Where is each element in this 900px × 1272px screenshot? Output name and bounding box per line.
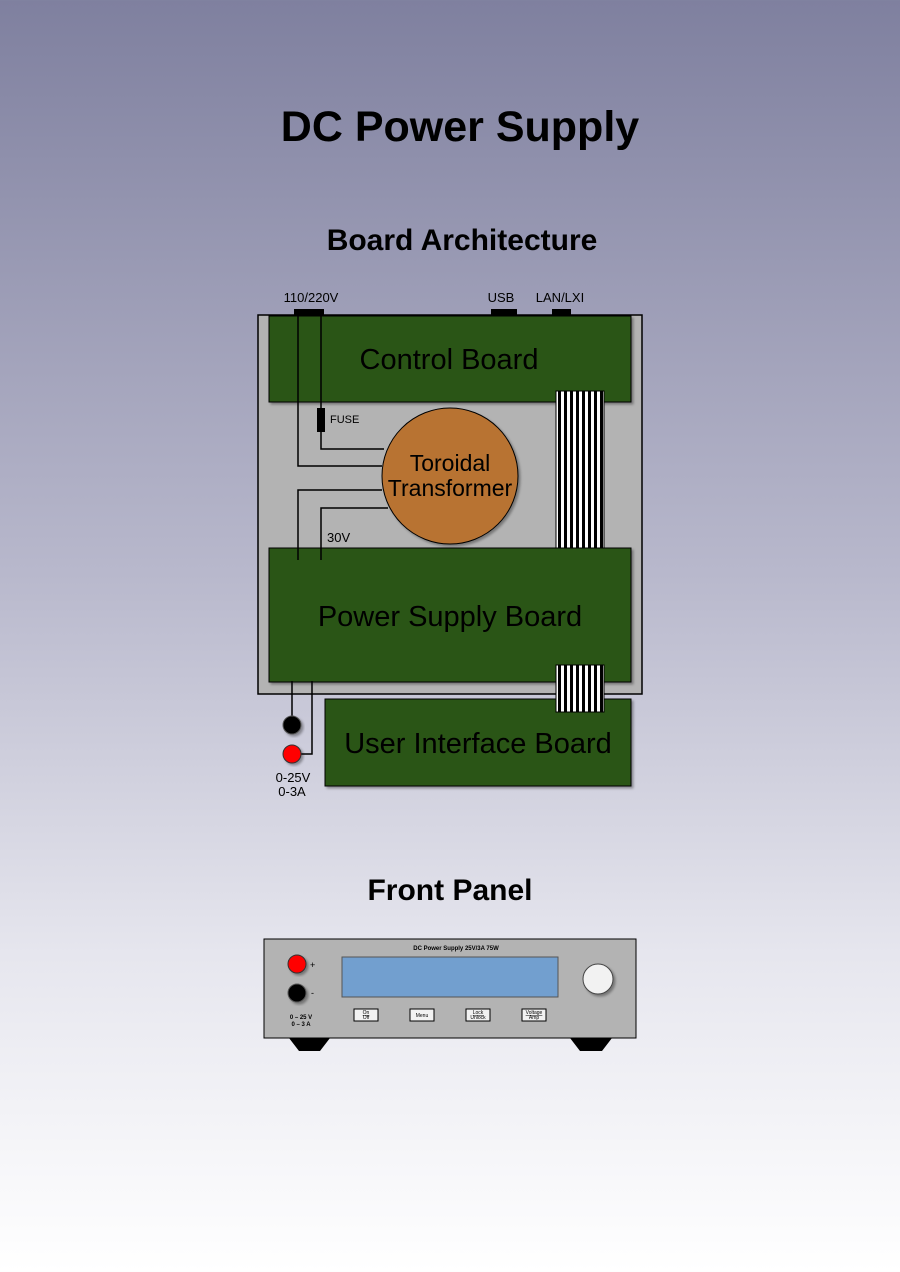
front-foot-left [289,1038,330,1051]
mains-wire-1 [297,313,382,467]
mains-connector [294,309,324,315]
output-current-label: 0-3A [278,784,306,799]
secondary-voltage-label: 30V [327,530,350,545]
plus-label: + [310,960,315,970]
usb-label: USB [488,290,515,305]
adjust-knob[interactable] [582,963,614,995]
ribbon-cable-lower [555,664,605,713]
user-interface-board [324,698,632,787]
lan-label: LAN/LXI [536,290,584,305]
voltage-button-line2: Amp [529,1015,540,1021]
terminal-positive [282,744,302,764]
ribbon-cable-upper [555,390,605,561]
front-foot-right [570,1038,612,1051]
menu-button-label: Menu [416,1013,429,1019]
voltage-amp-button[interactable]: Voltage Amp [521,1008,547,1022]
on-off-button-line2: Off [363,1015,370,1021]
power-board-label: Power Supply Board [318,601,582,633]
lock-button-line1: Lock [473,1010,484,1016]
front-panel-heading: Front Panel [367,874,533,907]
architecture-heading: Board Architecture [326,224,598,257]
on-off-button[interactable]: On Off [353,1008,379,1022]
mains-label: 110/220V [284,290,339,305]
control-board-label: Control Board [360,344,539,376]
fuse-label: FUSE [330,414,359,426]
front-terminal-positive[interactable] [287,954,307,974]
range-voltage-label: 0 – 25 V [290,1015,312,1021]
lock-button-line2: Unlock [470,1015,486,1021]
voltage-button-line1: Voltage [526,1010,543,1016]
page-title: DC Power Supply [280,103,640,151]
secondary-wire-2 [320,507,388,560]
secondary-wire-1 [297,489,382,560]
on-off-button-line1: On [363,1010,370,1016]
power-supply-board [268,547,632,683]
transformer-label-line1: Toroidal [410,450,491,476]
output-wire-pos [300,681,313,755]
output-voltage-label: 0-25V [276,770,311,785]
menu-button[interactable]: Menu [409,1008,435,1022]
fuse [317,408,325,432]
terminal-negative [282,715,302,735]
lcd-display [341,956,559,998]
minus-label: - [311,988,314,998]
ui-board-label: User Interface Board [344,728,612,760]
mains-wire-2 [320,313,384,450]
range-current-label: 0 – 3 A [291,1022,311,1028]
toroidal-transformer [381,407,519,545]
front-panel-label: DC Power Supply 25V/3A 75W [413,946,499,952]
usb-connector [491,309,517,315]
transformer-label-line2: Transformer [388,475,513,501]
lock-unlock-button[interactable]: Lock Unlock [465,1008,491,1022]
front-terminal-negative[interactable] [287,983,307,1003]
control-board [268,315,632,403]
lan-connector [552,309,571,315]
